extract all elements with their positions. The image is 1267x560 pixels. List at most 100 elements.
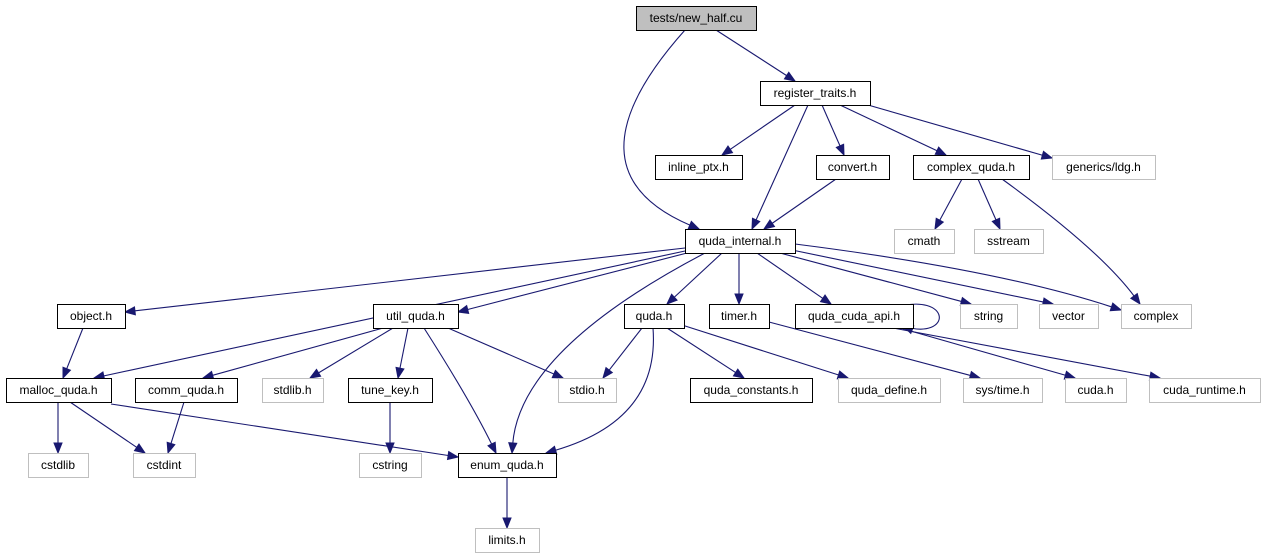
node-comm-quda[interactable]: comm_quda.h bbox=[135, 378, 238, 403]
node-label: malloc_quda.h bbox=[19, 383, 97, 397]
node-box bbox=[816, 155, 890, 180]
node-label: comm_quda.h bbox=[148, 383, 224, 397]
node-object[interactable]: object.h bbox=[57, 304, 126, 329]
node-complex-quda[interactable]: complex_quda.h bbox=[913, 155, 1030, 180]
edge-quda_cuda_api-to-cuda_runtime bbox=[892, 327, 1162, 381]
edge-malloc_quda-to-cstdlib bbox=[53, 402, 63, 455]
edge-line bbox=[791, 249, 1045, 303]
edge-arrowhead bbox=[602, 366, 614, 380]
edge-quda_internal-to-string bbox=[779, 252, 973, 306]
edge-arrowhead bbox=[836, 370, 850, 380]
node-quda[interactable]: quda.h bbox=[624, 304, 685, 329]
edge-line bbox=[1001, 178, 1136, 298]
edge-arrowhead bbox=[385, 442, 395, 455]
edge-arrowhead bbox=[62, 366, 72, 380]
edge-register_traits-to-convert bbox=[821, 104, 845, 157]
edges-layer bbox=[53, 29, 1162, 530]
edge-register_traits-to-generics_ldg bbox=[867, 104, 1054, 160]
node-label: cuda.h bbox=[1077, 383, 1113, 397]
node-label: sys/time.h bbox=[975, 383, 1029, 397]
edge-arrowhead bbox=[934, 146, 948, 156]
edge-new_half-to-register_traits bbox=[715, 29, 797, 82]
node-inline-ptx[interactable]: inline_ptx.h bbox=[655, 155, 743, 180]
edge-arrowhead bbox=[720, 145, 734, 156]
node-cuda-runtime: cuda_runtime.h bbox=[1149, 378, 1261, 403]
edge-quda-to-quda_constants bbox=[666, 327, 746, 379]
edge-line bbox=[977, 178, 997, 221]
node-box bbox=[135, 378, 238, 403]
node-complex: complex bbox=[1121, 304, 1192, 329]
node-box bbox=[894, 229, 955, 254]
node-label: tune_key.h bbox=[361, 383, 419, 397]
node-malloc-quda[interactable]: malloc_quda.h bbox=[6, 378, 112, 403]
node-box bbox=[6, 378, 112, 403]
node-box bbox=[1121, 304, 1192, 329]
node-label: cmath bbox=[908, 234, 941, 248]
node-util-quda[interactable]: util_quda.h bbox=[373, 304, 459, 329]
node-label: enum_quda.h bbox=[470, 458, 543, 472]
edge-line bbox=[317, 327, 394, 374]
edge-comm_quda-to-cstdint bbox=[166, 401, 185, 455]
node-quda-constants[interactable]: quda_constants.h bbox=[690, 378, 813, 403]
edge-arrowhead bbox=[732, 368, 746, 379]
edge-line bbox=[666, 327, 737, 374]
edge-line bbox=[447, 327, 555, 375]
edge-register_traits-to-quda_internal bbox=[751, 104, 809, 231]
node-label: cstdint bbox=[147, 458, 182, 472]
node-new-half[interactable]: tests/new_half.cu bbox=[636, 6, 757, 31]
edge-line bbox=[623, 29, 691, 226]
node-label: register_traits.h bbox=[774, 86, 857, 100]
nodes-layer: tests/new_half.cu register_traits.hinline… bbox=[6, 6, 1261, 553]
node-label: tests/new_half.cu bbox=[650, 11, 743, 25]
node-label: object.h bbox=[70, 309, 112, 323]
edge-complex_quda-to-complex bbox=[1001, 178, 1141, 306]
node-box bbox=[963, 378, 1043, 403]
node-cstdlib: cstdlib bbox=[28, 453, 89, 478]
node-limits: limits.h bbox=[475, 528, 540, 553]
node-label: cstdlib bbox=[41, 458, 75, 472]
node-label: string bbox=[974, 309, 1003, 323]
node-box bbox=[636, 6, 757, 31]
edge-line bbox=[715, 29, 788, 77]
node-label: vector bbox=[1052, 309, 1085, 323]
edge-arrowhead bbox=[1109, 302, 1123, 312]
edge-line bbox=[423, 327, 493, 446]
edge-arrowhead bbox=[819, 294, 833, 305]
node-vector: vector bbox=[1039, 304, 1099, 329]
edge-util_quda-to-tune_key bbox=[395, 327, 409, 380]
node-label: quda.h bbox=[636, 309, 673, 323]
edge-util_quda-to-stdlib bbox=[308, 327, 394, 379]
node-cstdint: cstdint bbox=[133, 453, 196, 478]
edge-quda_internal-to-timer bbox=[734, 253, 744, 306]
node-quda-internal[interactable]: quda_internal.h bbox=[685, 229, 796, 254]
edge-arrowhead bbox=[751, 217, 761, 231]
node-enum-quda[interactable]: enum_quda.h bbox=[458, 453, 557, 478]
node-tune-key[interactable]: tune_key.h bbox=[348, 378, 433, 403]
edge-line bbox=[892, 327, 1152, 377]
node-convert[interactable]: convert.h bbox=[816, 155, 890, 180]
edge-quda_internal-to-enum_quda bbox=[508, 252, 706, 455]
edge-line bbox=[821, 104, 841, 147]
edge-arrowhead bbox=[53, 442, 63, 455]
node-label: quda_internal.h bbox=[699, 234, 782, 248]
edge-arrowhead bbox=[1129, 292, 1141, 306]
node-box bbox=[795, 304, 914, 329]
node-box bbox=[709, 304, 770, 329]
edge-arrowhead bbox=[1040, 150, 1054, 160]
node-label: quda_constants.h bbox=[704, 383, 799, 397]
edge-arrowhead bbox=[991, 217, 1001, 231]
edge-arrowhead bbox=[308, 368, 322, 379]
edge-line bbox=[466, 252, 688, 311]
node-quda-cuda-api[interactable]: quda_cuda_api.h bbox=[795, 304, 914, 329]
edge-arrowhead bbox=[835, 143, 845, 157]
edge-quda_cuda_api-to-cuda bbox=[899, 327, 1077, 380]
node-box bbox=[28, 453, 89, 478]
node-register-traits[interactable]: register_traits.h bbox=[760, 81, 871, 106]
edge-util_quda-to-stdio bbox=[447, 327, 565, 379]
node-stdio: stdio.h bbox=[558, 378, 617, 403]
node-label: timer.h bbox=[721, 309, 757, 323]
edge-line bbox=[768, 321, 972, 377]
edge-quda-to-quda_define bbox=[681, 324, 850, 380]
edge-quda_internal-to-object bbox=[123, 247, 686, 316]
node-timer[interactable]: timer.h bbox=[709, 304, 770, 329]
